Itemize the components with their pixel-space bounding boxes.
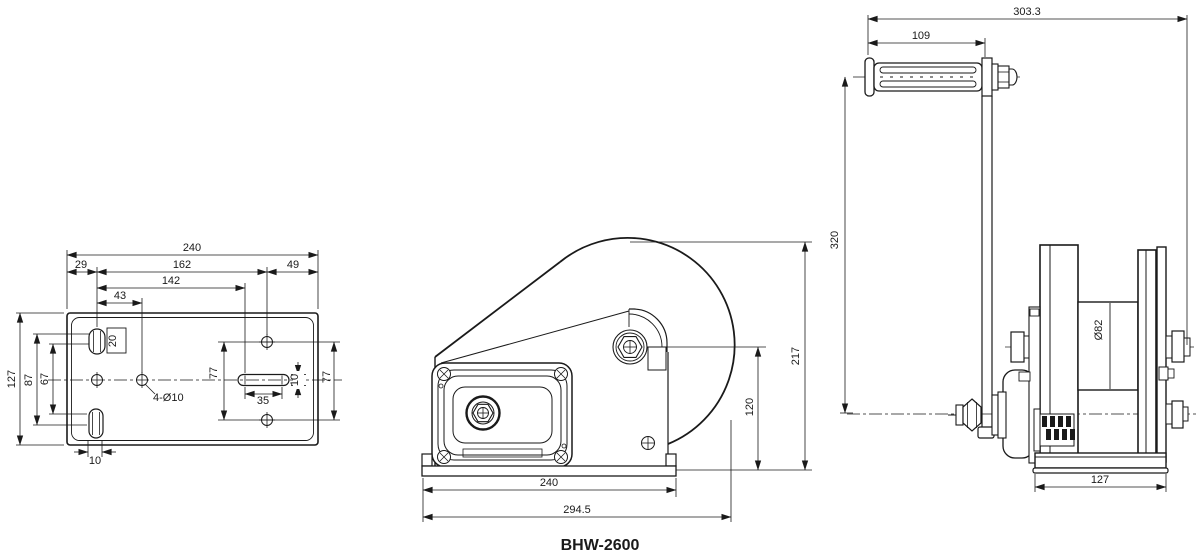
dim-slot-length: 20 bbox=[107, 335, 119, 347]
dim-hole-pitch: 43 bbox=[114, 290, 126, 302]
dim-overall-height: 217 bbox=[790, 347, 802, 365]
dim-slot-right-length: 35 bbox=[257, 395, 269, 407]
front-view-dimensions: 303.3 109 320 127 bbox=[829, 6, 1188, 492]
slot-right bbox=[237, 373, 290, 387]
drum-circle bbox=[559, 237, 736, 445]
mounting-holes bbox=[91, 334, 275, 428]
cable-guide-bracket bbox=[628, 308, 668, 371]
tie-rod-bolt-right-upper bbox=[1165, 330, 1191, 363]
slot-bottom-left bbox=[88, 408, 104, 439]
winch-front-body: Ø82 bbox=[948, 244, 1191, 474]
frame-upright bbox=[1156, 246, 1167, 463]
grip-end-nut bbox=[991, 63, 1018, 91]
dim-slot-span: 142 bbox=[162, 275, 180, 287]
front-view: Ø82 bbox=[829, 6, 1196, 492]
holes-callout: 4-Ø10 bbox=[153, 392, 184, 404]
top-view: 240 29 162 49 142 43 127 87 67 20 4-Ø10 … bbox=[6, 242, 342, 467]
cover-screw bbox=[554, 367, 568, 381]
plate-screw bbox=[641, 436, 655, 450]
dim-front-overall-width: 303.3 bbox=[1013, 6, 1041, 18]
dim-axle-height: 120 bbox=[744, 398, 756, 416]
handle-grip bbox=[864, 57, 983, 97]
front-base bbox=[1032, 452, 1169, 474]
dim-slot-bottom-width: 10 bbox=[89, 455, 101, 467]
dim-base-width: 240 bbox=[540, 477, 558, 489]
side-base bbox=[421, 453, 677, 477]
dim-plate-depth: 127 bbox=[6, 370, 18, 388]
cover-screw bbox=[554, 450, 568, 464]
dim-slot-offset-a: 87 bbox=[23, 374, 35, 386]
dim-drum-diameter: Ø82 bbox=[1093, 320, 1105, 341]
input-shaft-boss bbox=[465, 395, 501, 431]
top-view-dimensions: 240 29 162 49 142 43 127 87 67 20 4-Ø10 … bbox=[6, 242, 340, 467]
drum-right-flange bbox=[1137, 249, 1157, 464]
dim-front-base-width: 127 bbox=[1091, 474, 1109, 486]
dim-pattern-height-right: 77 bbox=[321, 371, 333, 383]
side-view: 240 294.5 217 120 bbox=[421, 237, 812, 522]
winch-side-body bbox=[421, 237, 736, 477]
slot-top-left bbox=[88, 328, 106, 355]
dim-overall-length: 294.5 bbox=[563, 504, 591, 516]
dim-slot-offset-b: 67 bbox=[39, 373, 51, 385]
dim-hole-span: 162 bbox=[173, 259, 191, 271]
dim-handle-length: 320 bbox=[829, 231, 841, 249]
dim-right-margin: 49 bbox=[287, 259, 299, 271]
gearbox-cover bbox=[431, 362, 573, 468]
dim-grip-length: 109 bbox=[912, 30, 930, 42]
dim-pattern-height-left: 77 bbox=[208, 367, 220, 379]
drum-axle-bolt bbox=[612, 329, 648, 365]
pinion-gear bbox=[1033, 408, 1075, 452]
dim-edge-to-slot: 29 bbox=[75, 259, 87, 271]
handle-arm bbox=[977, 57, 995, 439]
dim-plate-width: 240 bbox=[183, 242, 201, 254]
cover-screw bbox=[437, 450, 451, 464]
frame-nut bbox=[1158, 366, 1175, 381]
tie-rod-bolt-left bbox=[1010, 331, 1032, 363]
cover-screw bbox=[437, 367, 451, 381]
drawing-title: BHW-2600 bbox=[561, 537, 640, 554]
dim-slot-right-width: 10 bbox=[289, 374, 301, 386]
drum-barrel: Ø82 bbox=[1077, 301, 1139, 391]
tie-rod-bolt-right-lower bbox=[1165, 400, 1189, 429]
side-view-dimensions: 240 294.5 217 120 bbox=[422, 241, 812, 522]
input-shaft bbox=[948, 391, 1007, 439]
